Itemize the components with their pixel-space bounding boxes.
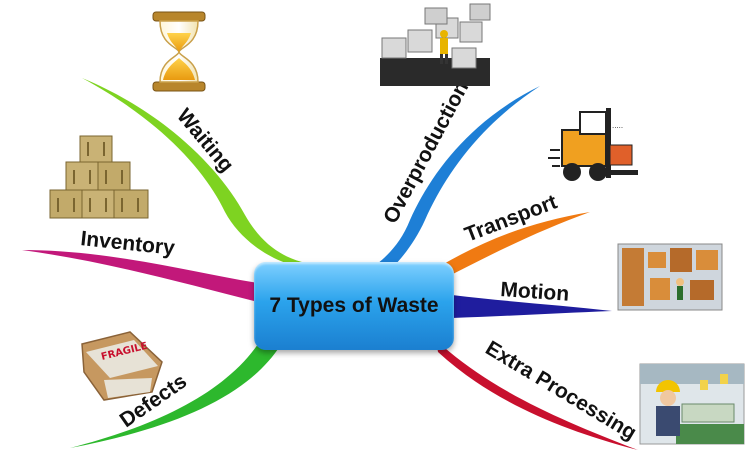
- branch-inventory: [22, 250, 258, 302]
- stacked-crates-icon: [380, 3, 491, 86]
- branch-motion: [452, 295, 612, 318]
- branch-defects: [70, 338, 280, 448]
- branch-label-motion: Motion: [500, 278, 570, 306]
- branch-extra-processing: [436, 340, 638, 450]
- svg-text:.....: .....: [612, 122, 623, 130]
- branch-waiting: [82, 78, 322, 266]
- central-topic-box: 7 Types of Waste: [254, 262, 454, 350]
- branch-transport: [440, 212, 590, 278]
- factory-worker-icon: [639, 363, 745, 445]
- damaged-box-icon: FRAGILE: [81, 331, 163, 401]
- branch-overproduction: [372, 86, 540, 268]
- stacked-boxes-icon: [49, 135, 149, 219]
- forklift-icon: .....: [548, 108, 638, 181]
- warehouse-worker-icon: [617, 243, 723, 311]
- central-topic-title: 7 Types of Waste: [269, 294, 439, 317]
- hourglass-icon: [152, 11, 206, 92]
